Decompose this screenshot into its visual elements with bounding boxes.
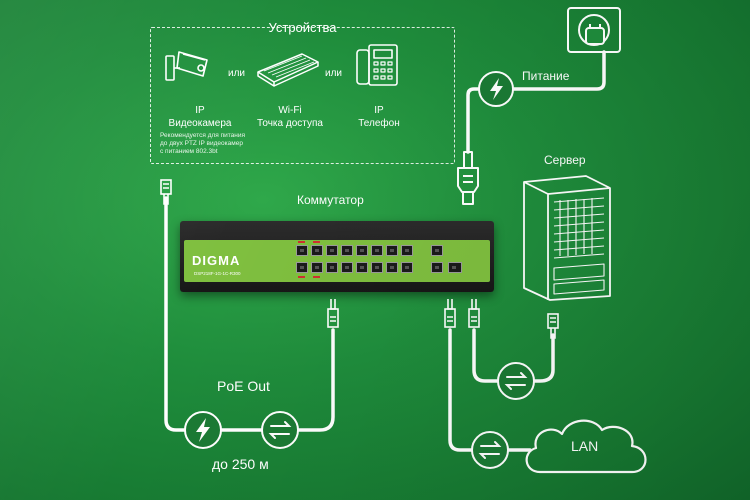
- poe-lightning-icon: [184, 411, 222, 449]
- lan-cable: [448, 328, 532, 452]
- or-label-1: или: [228, 68, 246, 79]
- power-label: Питание: [522, 69, 570, 83]
- power-socket-icon: [567, 7, 621, 53]
- camera-note: Рекомендуется для питания до двух PTZ IP…: [160, 132, 245, 156]
- power-cable: [466, 50, 606, 154]
- server-data-exchange-icon: [497, 362, 535, 400]
- server-rack-icon: [523, 175, 611, 301]
- rj45-connector-lan: [444, 299, 456, 328]
- rj45-port: [326, 262, 338, 273]
- camera-note-line3: с питанием 802.3bt: [160, 148, 218, 155]
- wifi-label-line1: Wi-Fi: [278, 105, 302, 116]
- rj45-port: [386, 245, 398, 256]
- ip-phone-icon: [356, 44, 398, 86]
- rj45-port: [356, 262, 368, 273]
- sfp-port: [448, 262, 462, 273]
- port-indicator: [298, 241, 305, 243]
- rj45-connector-server-end: [547, 313, 559, 339]
- poe-data-exchange-icon: [261, 411, 299, 449]
- rj45-port: [356, 245, 368, 256]
- ip-phone-label: IP Телефон: [329, 104, 429, 130]
- switch-title: Коммутатор: [297, 193, 364, 207]
- camera-note-line1: Рекомендуется для питания: [160, 132, 246, 139]
- switch-model: DSP218F-1G-1C-R300: [194, 271, 241, 276]
- poe-out-label: PoE Out: [217, 378, 270, 394]
- ip-camera-label-line1: IP: [195, 105, 205, 116]
- port-indicator: [298, 276, 305, 278]
- lan-label: LAN: [571, 438, 599, 454]
- ip-camera-icon: [165, 51, 208, 81]
- rj45-port: [371, 245, 383, 256]
- switch-front-panel: DIGMA DSP218F-1G-1C-R300: [184, 240, 490, 282]
- wifi-label-line2: Точка доступа: [257, 118, 323, 129]
- devices-box: Устройства: [150, 20, 455, 164]
- ip-phone-label-line2: Телефон: [358, 118, 400, 129]
- camera-note-line2: до двух PTZ IP видеокамер: [160, 140, 243, 147]
- rj45-port: [311, 262, 323, 273]
- rj45-port: [296, 245, 308, 256]
- ip-camera-label-line2: Видеокамера: [168, 118, 232, 129]
- rj45-connector-left: [160, 179, 172, 205]
- rj45-port: [341, 245, 353, 256]
- power-lightning-icon: [478, 71, 514, 107]
- poe-distance-label: до 250 м: [212, 456, 269, 472]
- devices-title: Устройства: [268, 20, 337, 35]
- port-indicator: [313, 241, 320, 243]
- lan-cloud-icon: [525, 419, 647, 474]
- uplink-port: [431, 262, 443, 273]
- rj45-port: [386, 262, 398, 273]
- wifi-label: Wi-Fi Точка доступа: [240, 104, 340, 130]
- rj45-port: [326, 245, 338, 256]
- rj45-port: [311, 245, 323, 256]
- or-label-2: или: [325, 68, 343, 79]
- wifi-access-point-icon: [257, 53, 319, 87]
- network-switch: DIGMA DSP218F-1G-1C-R300: [180, 213, 494, 292]
- rj45-port: [401, 262, 413, 273]
- ip-camera-label: IP Видеокамера: [150, 104, 250, 130]
- uplink-port: [431, 245, 443, 256]
- rj45-port: [341, 262, 353, 273]
- ip-phone-label-line1: IP: [374, 105, 384, 116]
- rj45-port: [296, 262, 308, 273]
- power-plug-icon: [457, 151, 479, 205]
- rj45-port: [371, 262, 383, 273]
- switch-brand: DIGMA: [192, 253, 241, 268]
- rj45-connector-server: [468, 299, 480, 328]
- lan-data-exchange-icon: [471, 431, 509, 469]
- rj45-port: [401, 245, 413, 256]
- rj45-connector-poe: [327, 299, 339, 328]
- server-label: Сервер: [544, 153, 586, 167]
- port-indicator: [313, 276, 320, 278]
